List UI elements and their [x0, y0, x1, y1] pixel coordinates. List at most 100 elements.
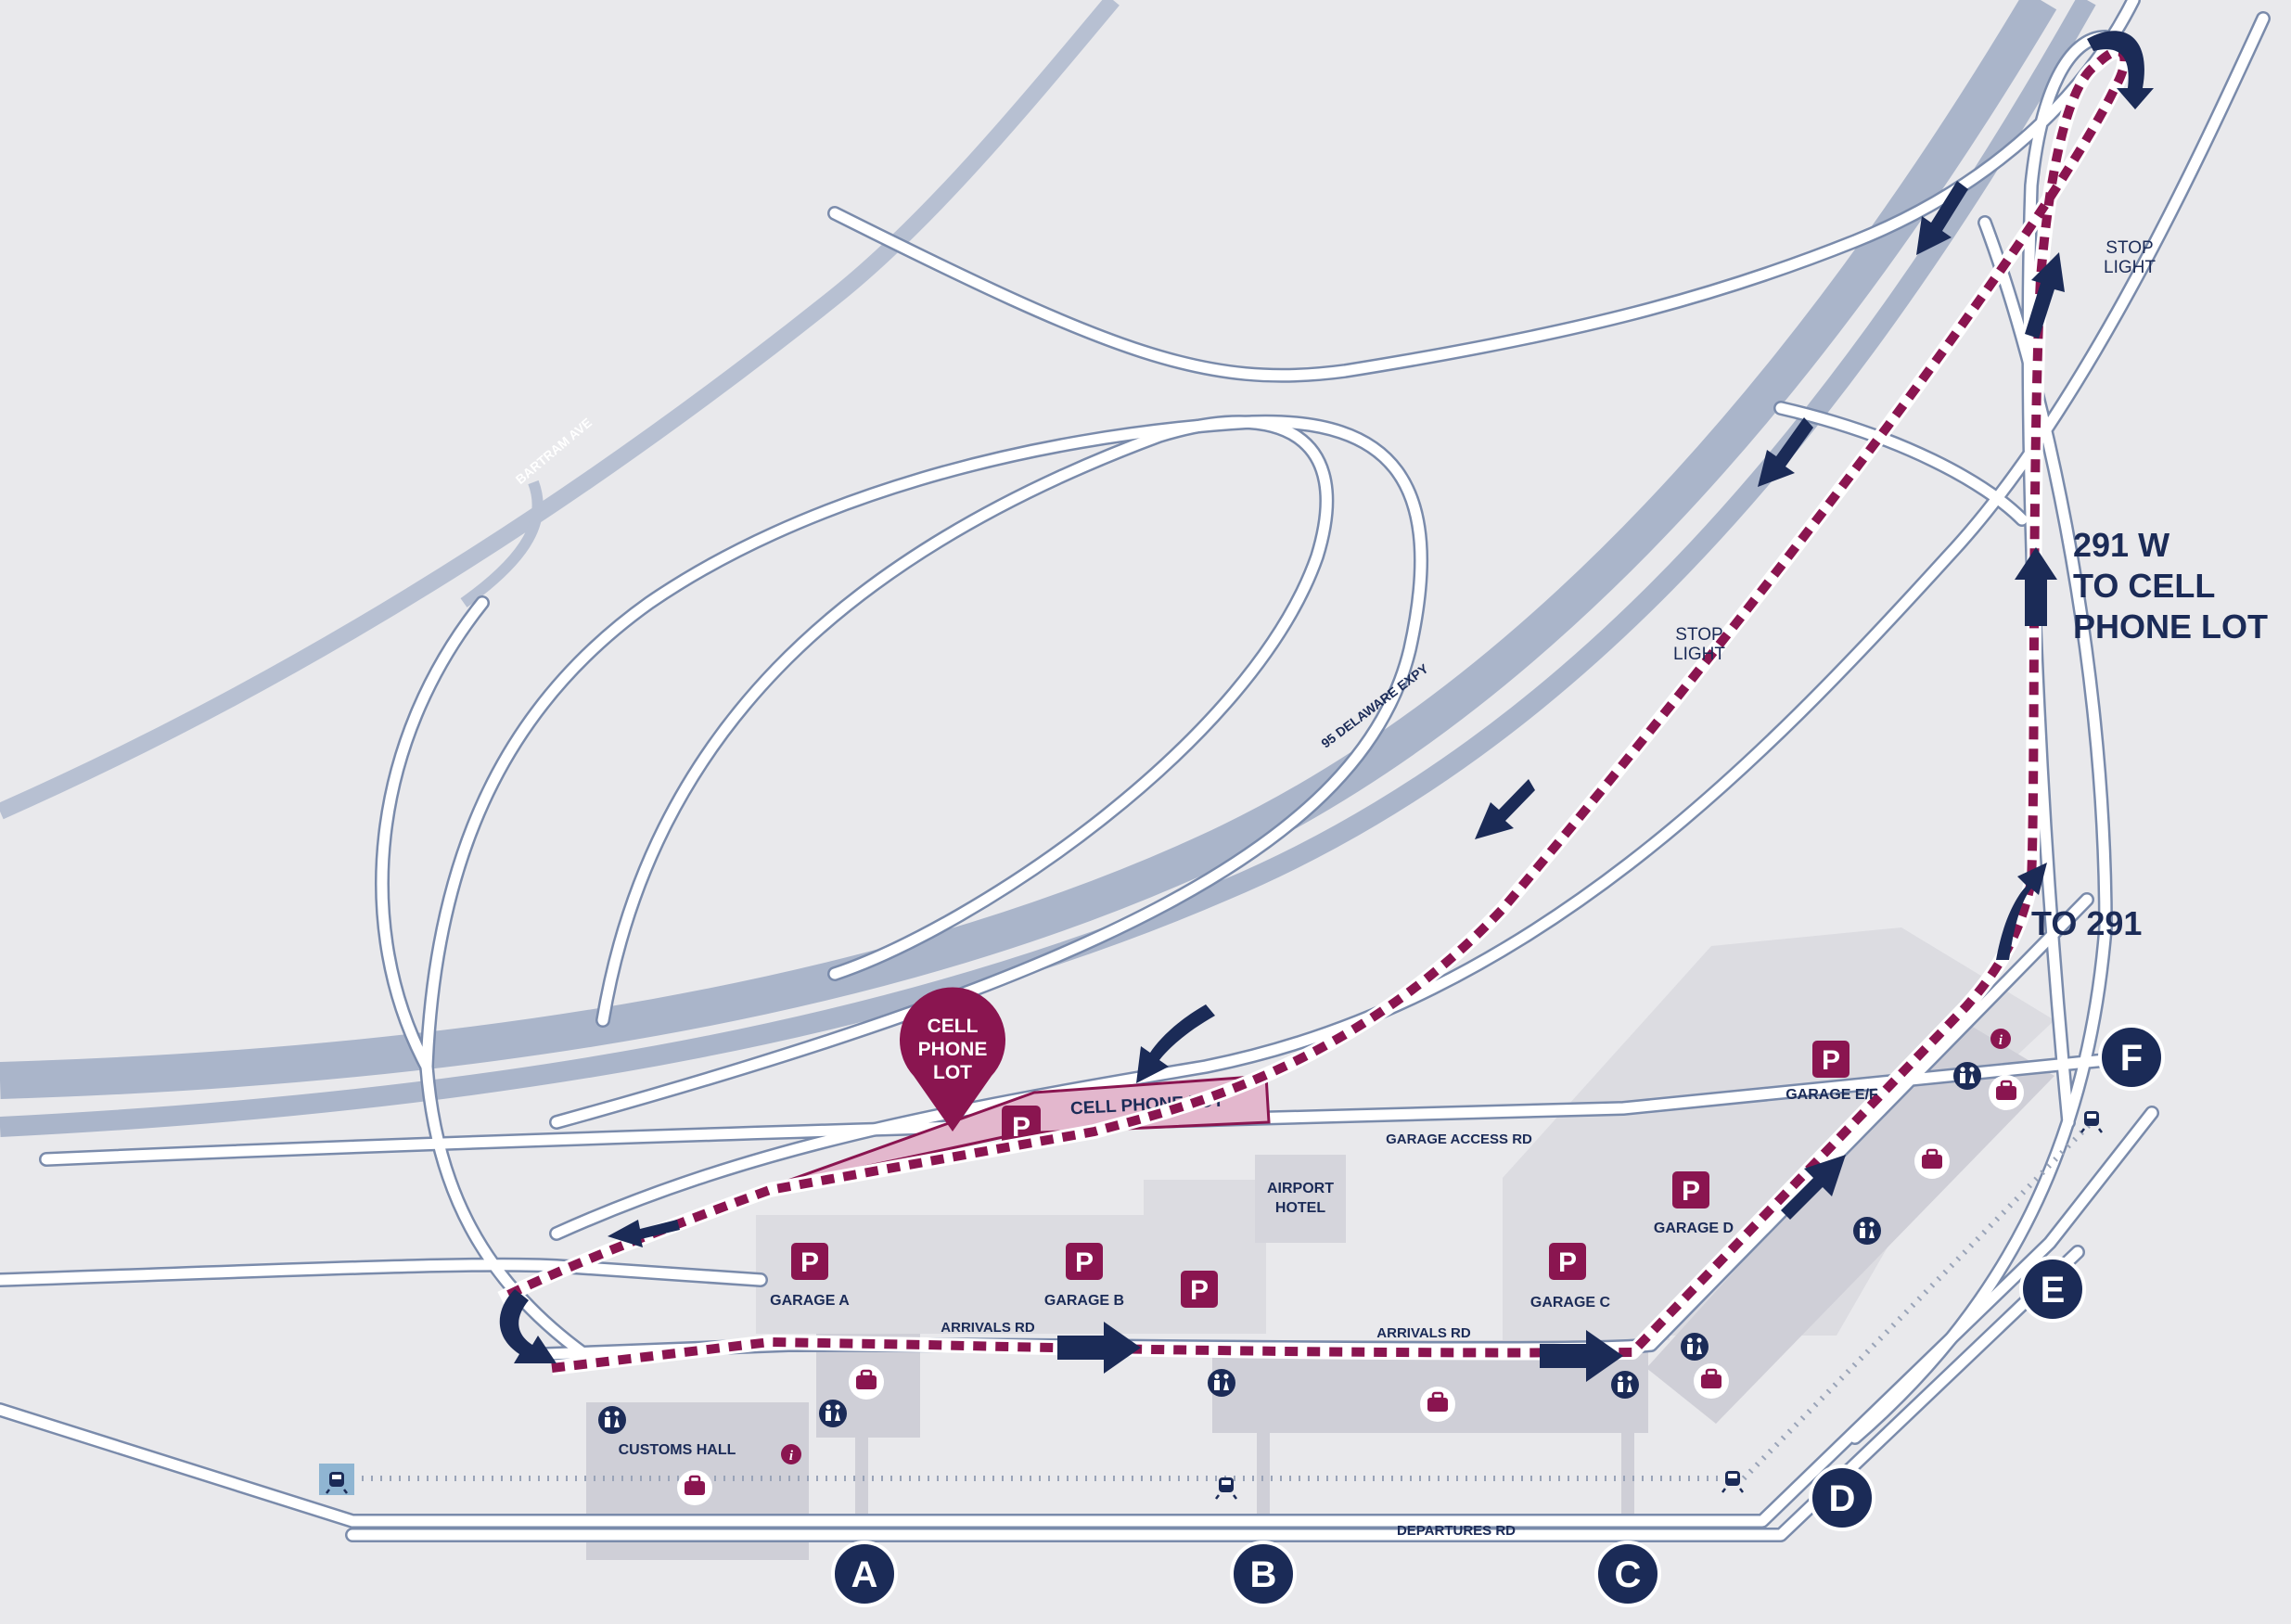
airport-hotel-label-line1: AIRPORT	[1267, 1181, 1334, 1196]
building-labels: GARAGE A GARAGE B GARAGE C GARAGE D GARA…	[619, 1087, 1878, 1458]
terminal-b-letter: B	[1250, 1554, 1277, 1595]
garage-b-parking-letter: P	[1075, 1247, 1094, 1278]
garage-b-parking-icon	[1066, 1243, 1103, 1280]
direction-labels: 291 W TO CELL PHONE LOT TO 291	[2031, 526, 2268, 942]
arrow-291w	[2015, 547, 2057, 626]
terminal-a-marker[interactable]: A	[831, 1541, 898, 1607]
baggage-claim-icon	[1913, 1142, 1952, 1181]
train-icon	[1721, 1469, 1745, 1494]
delaware-expy-a	[0, 0, 2057, 1099]
garage-a-parking-icon	[791, 1243, 828, 1280]
terminal-f-letter: F	[2120, 1038, 2143, 1079]
terminal-d-letter: D	[1829, 1478, 1856, 1519]
arrow-arrivals-1	[1057, 1322, 1141, 1374]
road-network	[0, 0, 2271, 1542]
terminal-b-marker[interactable]: B	[1230, 1541, 1297, 1607]
arrow-to-ef	[1781, 1155, 1846, 1220]
info-icon: i	[781, 1444, 801, 1464]
airport-hotel-building	[1255, 1155, 1346, 1243]
train-icon	[1214, 1476, 1238, 1501]
garage-ef-parking-icon	[1812, 1041, 1849, 1078]
stop-light-1-line1: STOP	[2105, 238, 2153, 258]
terminal-d-marker[interactable]: D	[1809, 1464, 1875, 1531]
garage-parking-icons	[791, 1041, 1849, 1308]
terminal-markers[interactable]: A B C D E F	[831, 1024, 2165, 1607]
highways	[0, 0, 2096, 1137]
direction-291w-line3: PHONE LOT	[2073, 607, 2268, 646]
restroom-icon	[1853, 1217, 1881, 1245]
customs-hall-label: CUSTOMS HALL	[619, 1442, 736, 1458]
garage-c-parking-icon	[1549, 1243, 1586, 1280]
garage-ef-label: GARAGE E/F	[1785, 1087, 1878, 1103]
garage-a-parking-letter: P	[800, 1247, 819, 1278]
arrow-loop-south	[499, 1289, 557, 1363]
bartram-ave	[0, 0, 1120, 820]
stop-light-1-line2: LIGHT	[2104, 258, 2156, 277]
garage-d-parking-icon	[1672, 1171, 1709, 1208]
terminal-f-marker[interactable]: F	[2098, 1024, 2165, 1091]
direction-291w-line2: TO CELL	[2073, 567, 2215, 605]
amenity-icons: i i	[319, 1029, 2104, 1507]
garage-access-rd-label: GARAGE ACCESS RD	[1386, 1132, 1532, 1147]
stop-light-2-line2: LIGHT	[1673, 645, 1725, 664]
direction-arrows	[499, 31, 2154, 1382]
route-to-cell-lot	[497, 44, 2132, 1375]
terminal-e-marker[interactable]: E	[2019, 1256, 2086, 1323]
terminal-e-letter: E	[2041, 1270, 2066, 1311]
arrow-stop-light-ne	[2025, 252, 2065, 339]
terminal-ef-building	[1646, 1020, 2054, 1424]
bartram-ave-spur	[460, 480, 544, 607]
pin-text-line3: LOT	[933, 1062, 972, 1083]
terminal-a-letter: A	[851, 1554, 878, 1595]
pin-text-line1: CELL	[928, 1016, 979, 1037]
cell-lot-parking-letter: P	[1012, 1112, 1030, 1143]
terminal-c-marker[interactable]: C	[1594, 1541, 1661, 1607]
garage-ef-parking-letter: P	[1822, 1045, 1840, 1076]
baggage-claim-icon	[675, 1468, 714, 1507]
terminal-c-letter: C	[1615, 1554, 1642, 1595]
baggage-claim-icon	[847, 1362, 886, 1401]
train-station-icon	[319, 1464, 354, 1495]
arrow-arrivals-2	[1540, 1330, 1623, 1382]
restroom-icon	[1611, 1371, 1639, 1399]
airport-hotel-label-line2: HOTEL	[1275, 1200, 1325, 1216]
restroom-icon	[1681, 1333, 1709, 1361]
stop-light-labels: STOP LIGHT STOP LIGHT	[1673, 238, 2156, 664]
cell-phone-lot-pin[interactable]: CELL PHONE LOT	[899, 987, 1005, 1132]
arrow-down-1	[1916, 181, 1968, 255]
arrow-down-3	[1475, 779, 1535, 839]
garage-b2-parking-letter: P	[1190, 1275, 1209, 1306]
arrow-west	[608, 1220, 680, 1247]
arrow-down-2	[1758, 417, 1813, 487]
baggage-claim-icon	[1418, 1385, 1457, 1424]
garage-c-parking-letter: P	[1558, 1247, 1577, 1278]
arrow-to-291	[1996, 863, 2047, 960]
baggage-claim-icon	[1692, 1362, 1731, 1400]
direction-291w-line1: 291 W	[2073, 526, 2169, 564]
rail-line	[343, 1115, 2099, 1481]
arrow-uturn	[2087, 31, 2154, 109]
restroom-icon	[819, 1400, 847, 1427]
direction-to-291: TO 291	[2031, 904, 2142, 942]
baggage-claim-icon	[1987, 1073, 2026, 1112]
arrivals-rd-label-1: ARRIVALS RD	[941, 1320, 1035, 1336]
arrivals-rd-label-2: ARRIVALS RD	[1376, 1325, 1471, 1341]
departures-rd-label: DEPARTURES RD	[1397, 1523, 1516, 1539]
stop-light-2-line1: STOP	[1675, 625, 1722, 645]
garage-d-label: GARAGE D	[1654, 1221, 1734, 1236]
restroom-icon	[598, 1406, 626, 1434]
garage-a-label: GARAGE A	[770, 1293, 850, 1309]
info-icon: i	[1990, 1029, 2011, 1049]
garage-d-parking-letter: P	[1682, 1176, 1700, 1207]
pin-text-line2: PHONE	[918, 1039, 988, 1060]
garage-b2-parking-icon	[1181, 1271, 1218, 1308]
garage-parking-letters: P P P P P P	[800, 1045, 1840, 1306]
cell-lot-parking-icon	[1002, 1106, 1041, 1144]
arrow-to-lot	[1136, 1004, 1215, 1083]
svg-text:i: i	[789, 1449, 794, 1464]
delaware-expy-b	[0, 0, 2096, 1137]
garage-c-label: GARAGE C	[1530, 1295, 1611, 1311]
svg-text:i: i	[1999, 1033, 2003, 1048]
restroom-icon	[1953, 1062, 1981, 1090]
